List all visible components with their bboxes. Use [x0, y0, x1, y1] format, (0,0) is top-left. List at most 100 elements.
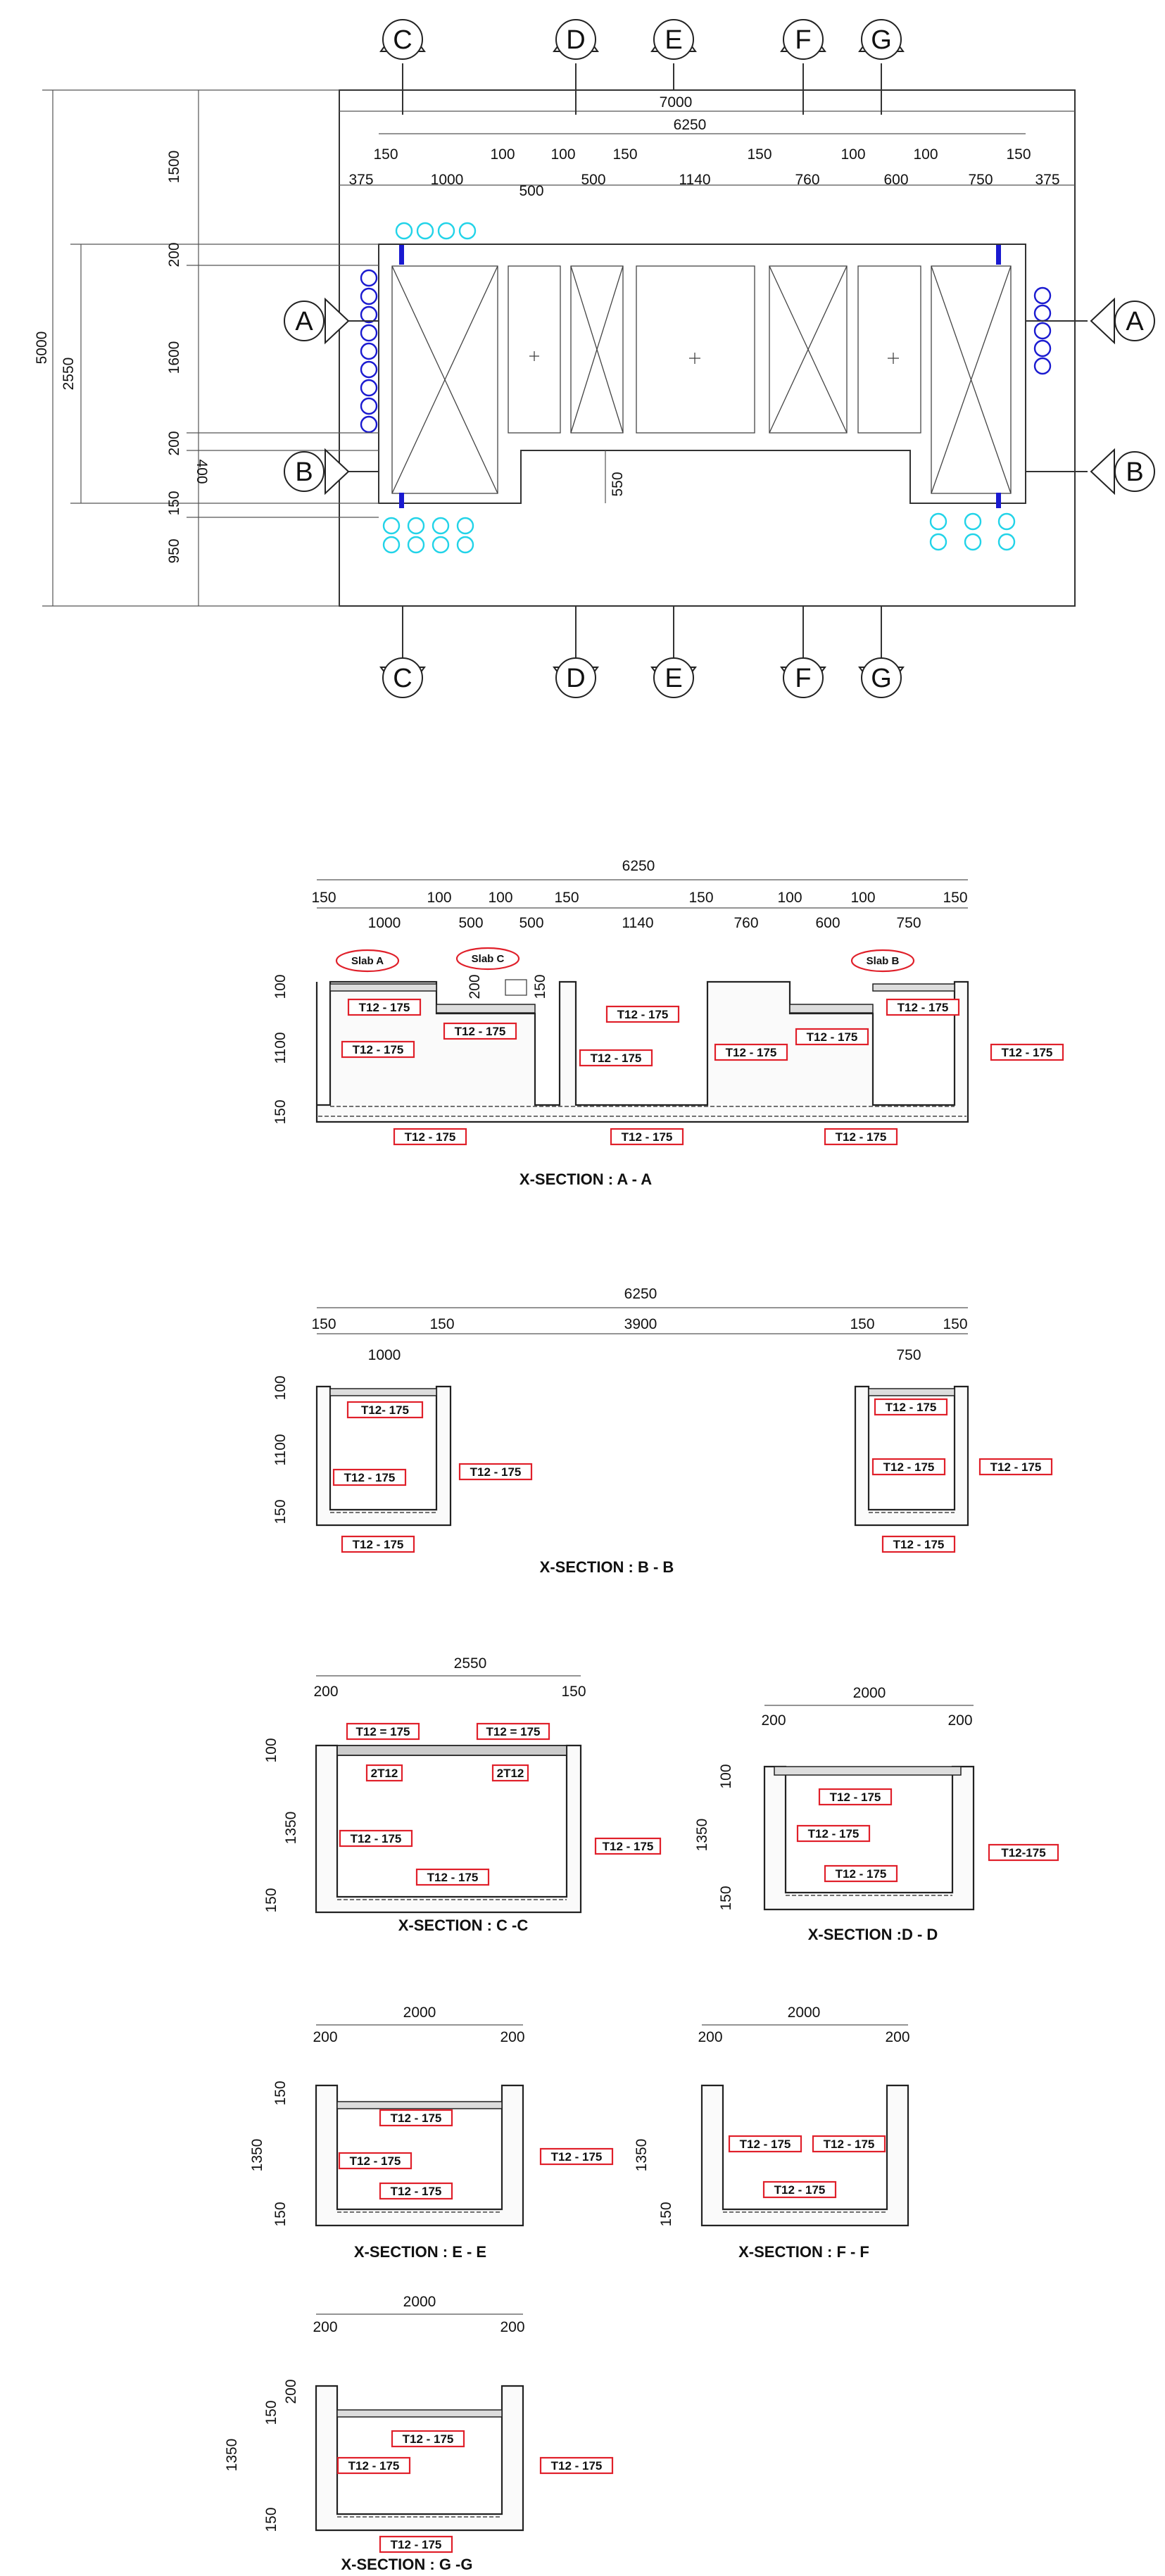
svg-text:T12 - 175: T12 - 175 — [353, 1538, 404, 1551]
rebar-tag: T12 - 175 — [871, 1458, 946, 1476]
dim-label: 100 — [550, 146, 575, 163]
rebar-tag: T12 - 175 — [393, 1128, 467, 1146]
dim-label: 150 — [272, 2081, 289, 2105]
svg-text:T12-175: T12-175 — [1001, 1846, 1045, 1860]
ff-chamber — [700, 2084, 909, 2227]
svg-text:T12 - 175: T12 - 175 — [774, 2183, 826, 2197]
rebar-tag: T12-175 — [988, 1843, 1059, 1862]
section-marker-f-bottom: F — [780, 606, 826, 698]
dim-label: 100 — [427, 890, 451, 906]
dim-label: 150 — [943, 1316, 967, 1332]
dim-label: 1350 — [694, 1819, 710, 1852]
rebar-tag: T12 - 175 — [762, 2180, 837, 2199]
dim-label: 2000 — [403, 2004, 436, 2021]
rebar-tag: T12 - 175 — [539, 2147, 614, 2166]
svg-text:T12 - 175: T12 - 175 — [898, 1001, 949, 1014]
svg-text:Slab C: Slab C — [472, 953, 505, 965]
pipe-circle — [437, 222, 455, 240]
rebar-tag: T12 = 175 — [346, 1722, 420, 1741]
pipe-circle — [964, 512, 982, 531]
dim-label: 150 — [263, 2507, 279, 2532]
dim-label: 200 — [500, 2319, 524, 2335]
section-title: X-SECTION :D - D — [808, 1926, 938, 1943]
svg-text:T12 - 175: T12 - 175 — [470, 1465, 522, 1479]
plan-box-6 — [857, 265, 921, 434]
dim-label: 150 — [718, 1886, 734, 1910]
dim-label: 150 — [747, 146, 772, 163]
svg-text:T12 - 175: T12 - 175 — [808, 1827, 859, 1841]
rebar-tag: T12 - 175 — [338, 2152, 413, 2170]
dim-label: 200 — [761, 1712, 786, 1729]
dim-label: 200 — [313, 2029, 337, 2045]
dim-label: 1140 — [679, 172, 710, 188]
sleeve-marker — [399, 245, 404, 265]
svg-text:A: A — [295, 307, 313, 336]
rebar-tag: T12 - 175 — [415, 1868, 490, 1886]
bb-slab — [868, 1388, 955, 1396]
rebar-tag: T12 - 175 — [990, 1043, 1064, 1061]
svg-text:T12 - 175: T12 - 175 — [603, 1840, 654, 1853]
dim-label: 100 — [272, 1375, 289, 1400]
pipe-circle — [458, 222, 477, 240]
dim-label: 150 — [429, 1316, 454, 1332]
svg-text:T12 = 175: T12 = 175 — [486, 1725, 540, 1738]
rebar-tag: T12 - 175 — [824, 1864, 898, 1883]
bb-slab — [329, 1388, 437, 1396]
svg-text:T12 - 175: T12 - 175 — [359, 1001, 410, 1014]
section-a-a: 6250 150 1000 100 500 100 500 150 1140 1… — [272, 858, 1064, 1188]
pipe-circle — [360, 269, 378, 287]
pipe-circle — [1033, 286, 1052, 305]
rebar-tag: T12 - 175 — [539, 2456, 614, 2475]
rebar-tag: T12 - 175 — [605, 1005, 680, 1023]
plan-box-3 — [570, 265, 624, 434]
pipe-circle — [360, 324, 378, 342]
rebar-tag: T12 - 175 — [579, 1049, 653, 1067]
svg-text:T12 - 175: T12 - 175 — [551, 2459, 603, 2473]
rebar-tag: T12 - 175 — [874, 1398, 948, 1416]
pipe-circle — [360, 415, 378, 434]
pipe-circle — [360, 397, 378, 415]
dim-label: 150 — [272, 1099, 289, 1124]
svg-text:F: F — [795, 664, 811, 693]
section-title: X-SECTION : G -G — [341, 2556, 473, 2573]
rebar-tag: T12 - 175 — [391, 2430, 465, 2448]
dim-label: 150 — [532, 974, 548, 999]
gg-chamber — [315, 2385, 524, 2532]
pipe-circle — [360, 360, 378, 379]
svg-text:G: G — [871, 25, 892, 55]
bb-chamber-left — [315, 1385, 452, 1527]
pipe-circle — [456, 536, 474, 554]
sleeve-marker — [399, 493, 404, 508]
dim-label: 750 — [896, 915, 921, 931]
section-d-d: 2000 200 200 100 1350 150 T12 - 175 T12 … — [694, 1685, 1059, 1943]
pipe-circle — [382, 517, 401, 535]
dim-label: 550 — [610, 472, 626, 496]
dim-label: 150 — [554, 890, 579, 906]
svg-text:T12 - 175: T12 - 175 — [893, 1538, 945, 1551]
svg-text:T12 - 175: T12 - 175 — [836, 1867, 887, 1881]
rebar-tag: T12 - 175 — [818, 1788, 893, 1806]
rebar-tag: T12 - 175 — [458, 1463, 533, 1481]
dim-label: 2000 — [788, 2004, 821, 2021]
sleeve-marker — [996, 493, 1001, 508]
dim-label: 150 — [943, 890, 967, 906]
dim-label: 200 — [313, 1684, 338, 1700]
dim-label: 2000 — [403, 2294, 436, 2310]
section-marker-e-top: E — [650, 19, 697, 90]
pipe-circle — [407, 517, 425, 535]
svg-text:T12 - 175: T12 - 175 — [403, 2432, 454, 2446]
rebar-tag: T12 - 175 — [347, 998, 422, 1016]
dim-label: 375 — [348, 172, 373, 188]
pipe-circle — [360, 379, 378, 397]
pipe-circle — [432, 536, 450, 554]
rebar-tag: T12 - 175 — [336, 2456, 411, 2475]
pipe-circle — [382, 536, 401, 554]
section-marker-b-right: B — [1026, 448, 1155, 495]
svg-text:T12 - 175: T12 - 175 — [622, 1130, 673, 1144]
plan-box-1 — [391, 265, 498, 494]
dim-label: 7000 — [660, 94, 693, 111]
dim-label: 1000 — [431, 172, 464, 188]
svg-text:T12 - 175: T12 - 175 — [427, 1871, 479, 1884]
aa-wall-outline — [315, 980, 969, 1123]
